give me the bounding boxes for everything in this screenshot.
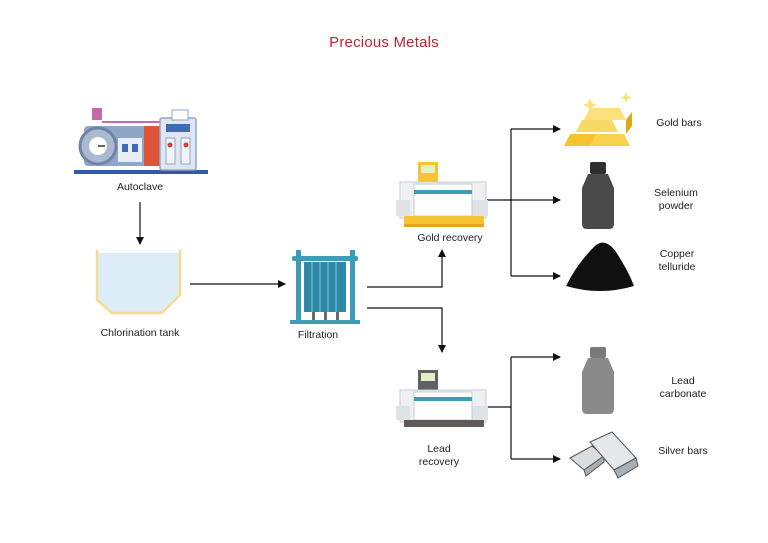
copper-telluride-label: Copper telluride	[640, 248, 714, 274]
lead-recovery-label-line1: Lead	[427, 443, 451, 455]
gold-recovery-illustration	[396, 162, 488, 227]
copper-telluride-pile	[566, 242, 634, 291]
selenium-powder-bottle	[582, 162, 614, 229]
chlorination-tank-illustration	[95, 250, 182, 315]
lead-carbonate-label-line1: Lead	[671, 375, 695, 387]
copper-telluride-label-line2: telluride	[658, 261, 696, 273]
lead-recovery-label-line2: recovery	[418, 456, 460, 468]
autoclave-label: Autoclave	[116, 181, 164, 193]
arrow-filtration-to-lead	[367, 307, 446, 353]
connectors	[136, 125, 561, 463]
lead-carbonate-label: Lead carbonate	[644, 375, 722, 401]
silver-bars-illustration	[569, 431, 639, 479]
selenium-powder-label: Selenium powder	[640, 187, 712, 213]
gold-recovery-label: Gold recovery	[417, 232, 483, 244]
selenium-powder-label-line1: Selenium	[654, 187, 698, 199]
silver-bars-label: Silver bars	[658, 445, 708, 457]
lead-carbonate-bottle	[582, 347, 614, 414]
arrow-filtration-to-gold	[367, 249, 446, 288]
page-title: Precious Metals	[329, 34, 439, 51]
gold-bars-label: Gold bars	[656, 117, 702, 129]
lead-recovery-label: Lead recovery	[404, 443, 474, 469]
filtration-label: Filtration	[297, 329, 339, 341]
lead-recovery-illustration	[396, 370, 488, 427]
gold-bars-illustration	[564, 92, 632, 146]
chlorination-tank-label: Chlorination tank	[100, 327, 180, 339]
filtration-illustration	[290, 250, 360, 324]
autoclave-illustration	[74, 108, 208, 174]
lead-carbonate-label-line2: carbonate	[659, 388, 707, 400]
copper-telluride-label-line1: Copper	[659, 248, 695, 260]
selenium-powder-label-line2: powder	[658, 200, 694, 212]
